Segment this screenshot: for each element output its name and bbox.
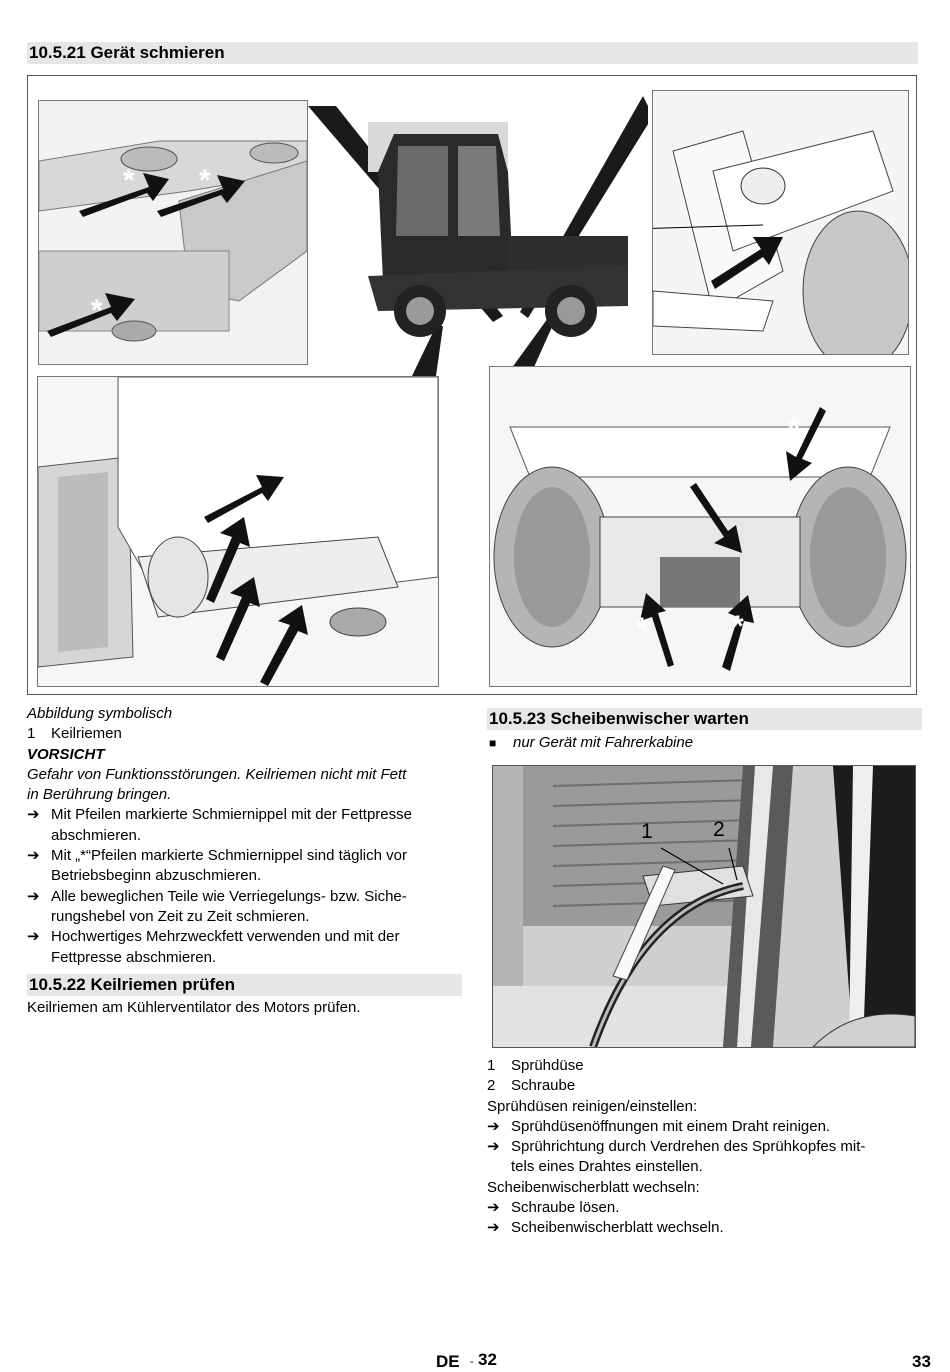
belt-check-text: Keilriemen am Kühlerventilator des Motor… — [27, 999, 361, 1016]
arrow-icon: ➔ — [27, 928, 40, 946]
instruction-item: ➔ Alle beweglichen Teile wie Verriegelun… — [27, 887, 462, 928]
cabin-only-note: ■ nur Gerät mit Fahrerkabine — [489, 733, 693, 753]
warning-text-line1: Gefahr von Funktionsstörungen. Keilrieme… — [27, 765, 407, 783]
instruction-item: ➔ Hochwertiges Mehrzweckfett verwenden u… — [27, 927, 462, 968]
instruction-item: ➔ Sprührichtung durch Verdrehen des Sprü… — [487, 1137, 922, 1178]
arrow-icon: ➔ — [487, 1199, 500, 1217]
star-marker-6: * — [636, 612, 648, 645]
star-marker-4: * — [234, 468, 246, 501]
wiper-instructions: 1 Sprühdüse 2 Schraube Sprühdüsen reinig… — [487, 1056, 922, 1239]
warning-text-line2: in Berührung bringen. — [27, 786, 172, 804]
left-column-text: Abbildung symbolisch 1 Keilriemen VORSIC… — [27, 704, 462, 968]
figure-caption: Abbildung symbolisch — [27, 705, 173, 722]
section-title-10-5-21: 10.5.21 Gerät schmieren — [27, 42, 918, 64]
star-marker-3: * — [91, 294, 103, 327]
star-marker-1: * — [123, 164, 135, 197]
star-marker-7: * — [732, 610, 744, 643]
section-title-10-5-23: 10.5.23 Scheibenwischer warten — [487, 708, 922, 730]
instruction-item: ➔ Mit „*“Pfeilen markierte Schmiernippel… — [27, 846, 462, 887]
photo-legend-item: 1 Sprühdüse — [487, 1057, 584, 1074]
panel-bottom-right-rear-axle: * * * — [489, 366, 911, 687]
lubrication-figure: * * * — [27, 75, 917, 695]
page-number: 33 — [912, 1352, 931, 1371]
panel-top-right-belt: 1 — [652, 90, 909, 355]
footer-page-ref: 32 — [478, 1350, 497, 1369]
arrow-icon: ➔ — [487, 1138, 500, 1156]
warning-title: VORSICHT — [27, 745, 105, 763]
instruction-item: ➔ Schraube lösen. — [487, 1198, 922, 1218]
vehicle-overview-image — [308, 86, 653, 376]
star-marker-5: * — [788, 412, 800, 445]
section-title-10-5-22: 10.5.22 Keilriemen prüfen — [27, 974, 462, 996]
blade-heading: Scheibenwischerblatt wechseln: — [487, 1178, 700, 1196]
arrow-icon: ➔ — [27, 806, 40, 824]
arrow-icon: ➔ — [487, 1117, 500, 1135]
square-bullet-icon: ■ — [489, 736, 497, 750]
section-title-text: 10.5.22 Keilriemen prüfen — [29, 975, 235, 994]
footer-dash: - — [470, 1356, 474, 1368]
arrow-icon: ➔ — [27, 847, 40, 865]
footer-language: DE — [436, 1352, 460, 1371]
section-title-text: 10.5.23 Scheibenwischer warten — [489, 709, 749, 728]
instruction-item: ➔ Scheibenwischerblatt wechseln. — [487, 1218, 922, 1238]
photo-callout-1: 1 — [641, 820, 653, 843]
panel-bottom-left-axle: * — [37, 376, 439, 687]
photo-callout-2: 2 — [713, 818, 725, 841]
star-marker-2: * — [199, 164, 211, 197]
instruction-item: ➔ Sprühdüsenöffnungen mit einem Draht re… — [487, 1117, 922, 1137]
figure-legend-item: 1 Keilriemen — [27, 725, 122, 743]
photo-legend-item: 2 Schraube — [487, 1077, 576, 1095]
wiper-nozzle-photo: 1 2 — [492, 765, 916, 1048]
instruction-item: ➔ Mit Pfeilen markierte Schmiernippel mi… — [27, 805, 462, 846]
panel-top-left-joints: * * * — [38, 100, 308, 365]
arrow-icon: ➔ — [487, 1219, 500, 1237]
arrow-icon: ➔ — [27, 887, 40, 905]
nozzle-heading: Sprühdüsen reinigen/einstellen: — [487, 1097, 698, 1115]
section-title-text: 10.5.21 Gerät schmieren — [29, 43, 225, 62]
